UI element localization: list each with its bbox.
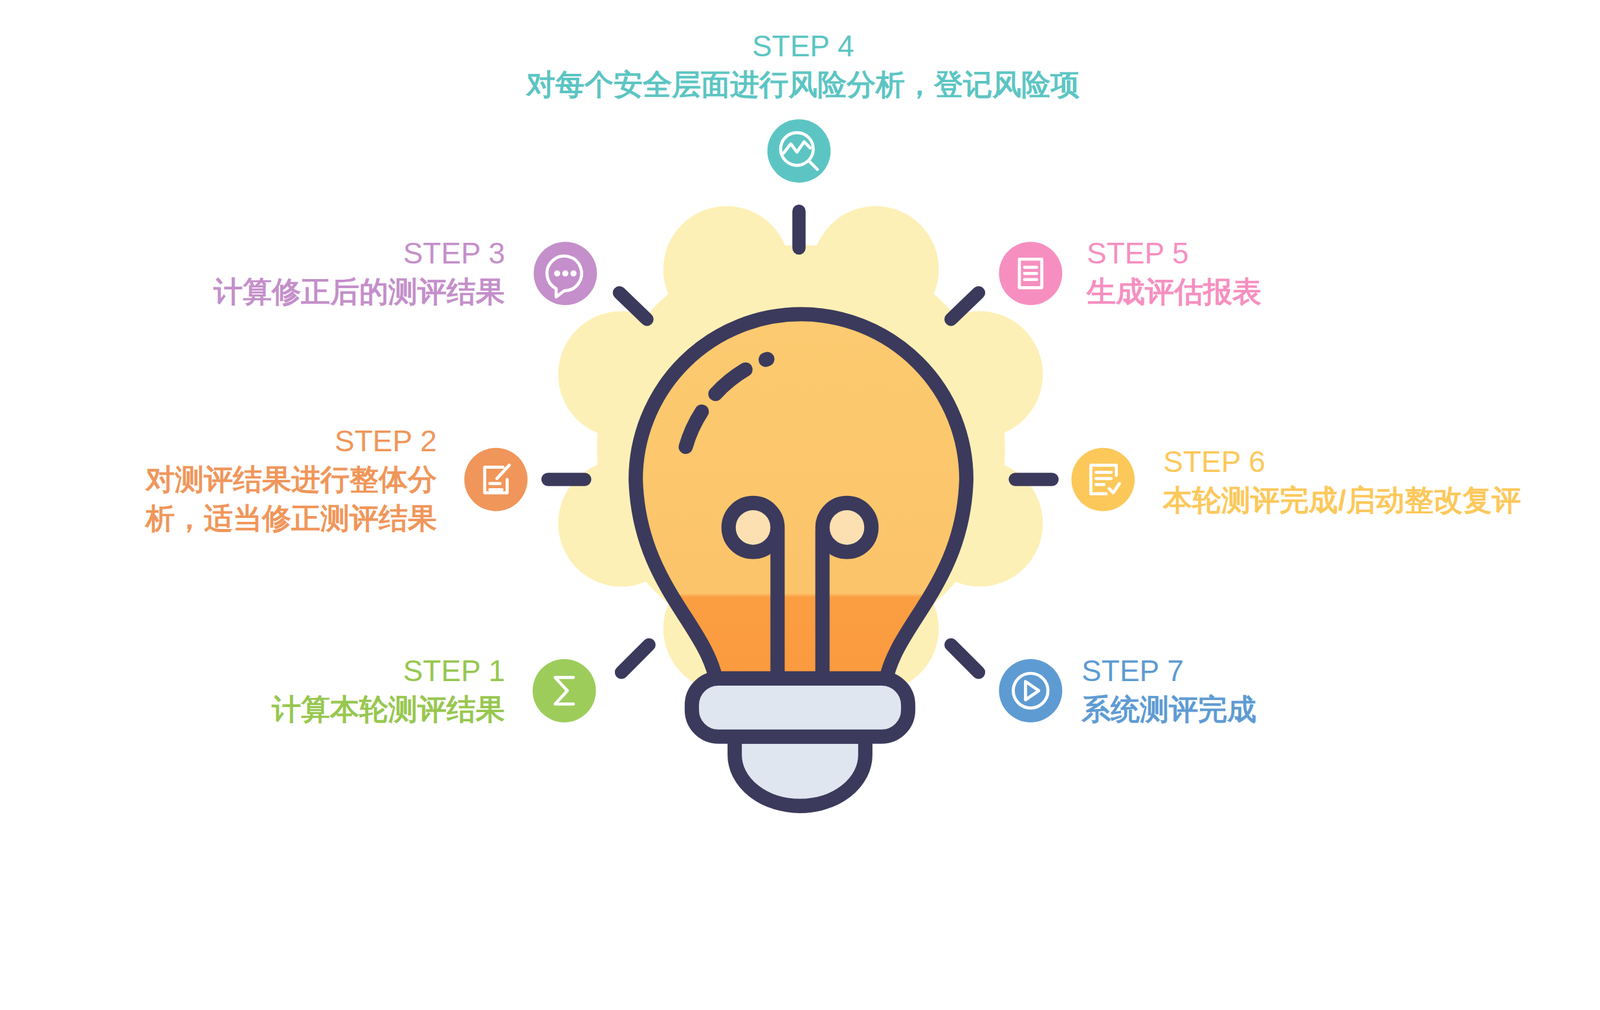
filament-loop bbox=[728, 502, 778, 553]
step-heading: STEP 3 bbox=[213, 233, 505, 273]
edit-icon bbox=[484, 465, 510, 494]
icon-disc bbox=[532, 658, 597, 723]
ray bbox=[619, 292, 648, 320]
step-description: 对测评结果进行整体分析，适当修正测评结果 bbox=[139, 460, 437, 538]
step-heading: STEP 7 bbox=[1081, 651, 1257, 690]
icon-disc bbox=[998, 658, 1063, 723]
step-heading: STEP 2 bbox=[139, 421, 437, 461]
step-heading: STEP 4 bbox=[526, 26, 1080, 66]
step-description: 生成评估报表 bbox=[1086, 272, 1262, 312]
list-icon bbox=[1090, 465, 1120, 494]
step-node: STEP 2对测评结果进行整体分析，适当修正测评结果 bbox=[139, 421, 437, 538]
icon-disc bbox=[533, 241, 598, 305]
step-icons bbox=[464, 119, 1135, 722]
analysis-icon bbox=[783, 141, 818, 170]
chat-dot bbox=[555, 271, 559, 276]
chat-dot bbox=[572, 271, 576, 276]
step-description: 系统测评完成 bbox=[1081, 689, 1257, 729]
ray bbox=[621, 644, 650, 673]
bulb-cap bbox=[734, 736, 866, 806]
chat-dot bbox=[563, 271, 567, 276]
step-description: 计算修正后的测评结果 bbox=[213, 272, 505, 312]
ray bbox=[792, 211, 806, 248]
step-node: STEP 3计算修正后的测评结果 bbox=[213, 233, 505, 312]
step-heading: STEP 5 bbox=[1086, 233, 1262, 273]
step-node: STEP 6本轮测评完成/启动整改复评 bbox=[1163, 442, 1522, 520]
icon-disc bbox=[998, 241, 1063, 305]
filament-loop bbox=[822, 502, 872, 553]
ray bbox=[950, 292, 979, 320]
icon-disc bbox=[767, 119, 832, 183]
play-icon bbox=[1025, 681, 1039, 700]
ray bbox=[548, 472, 586, 486]
ray bbox=[950, 644, 979, 673]
bulb-base bbox=[691, 678, 909, 737]
report-icon bbox=[1019, 258, 1043, 288]
step-node: STEP 5生成评估报表 bbox=[1086, 233, 1262, 312]
bulb bbox=[635, 313, 967, 806]
icon-disc bbox=[464, 447, 528, 512]
play-icon bbox=[1012, 673, 1048, 709]
filament-stem bbox=[770, 530, 785, 681]
step-node: STEP 7系统测评完成 bbox=[1081, 651, 1257, 729]
step-description: 计算本轮测评结果 bbox=[271, 689, 505, 729]
ray bbox=[1015, 472, 1053, 486]
icon-disc bbox=[1071, 447, 1135, 512]
step-node: STEP 1计算本轮测评结果 bbox=[271, 651, 505, 729]
step-description: 对每个安全层面进行风险分析，登记风险项 bbox=[526, 65, 1080, 105]
bulb-globe bbox=[635, 313, 967, 681]
chat-icon bbox=[546, 256, 582, 298]
step-heading: STEP 1 bbox=[271, 651, 505, 690]
glow bbox=[557, 205, 1043, 692]
sigma-icon bbox=[555, 677, 574, 704]
step-description: 本轮测评完成/启动整改复评 bbox=[1163, 480, 1522, 520]
step-heading: STEP 6 bbox=[1163, 442, 1522, 481]
filament-stem bbox=[815, 530, 830, 681]
bulb-highlight bbox=[685, 359, 767, 448]
step-node: STEP 4对每个安全层面进行风险分析，登记风险项 bbox=[526, 26, 1080, 105]
